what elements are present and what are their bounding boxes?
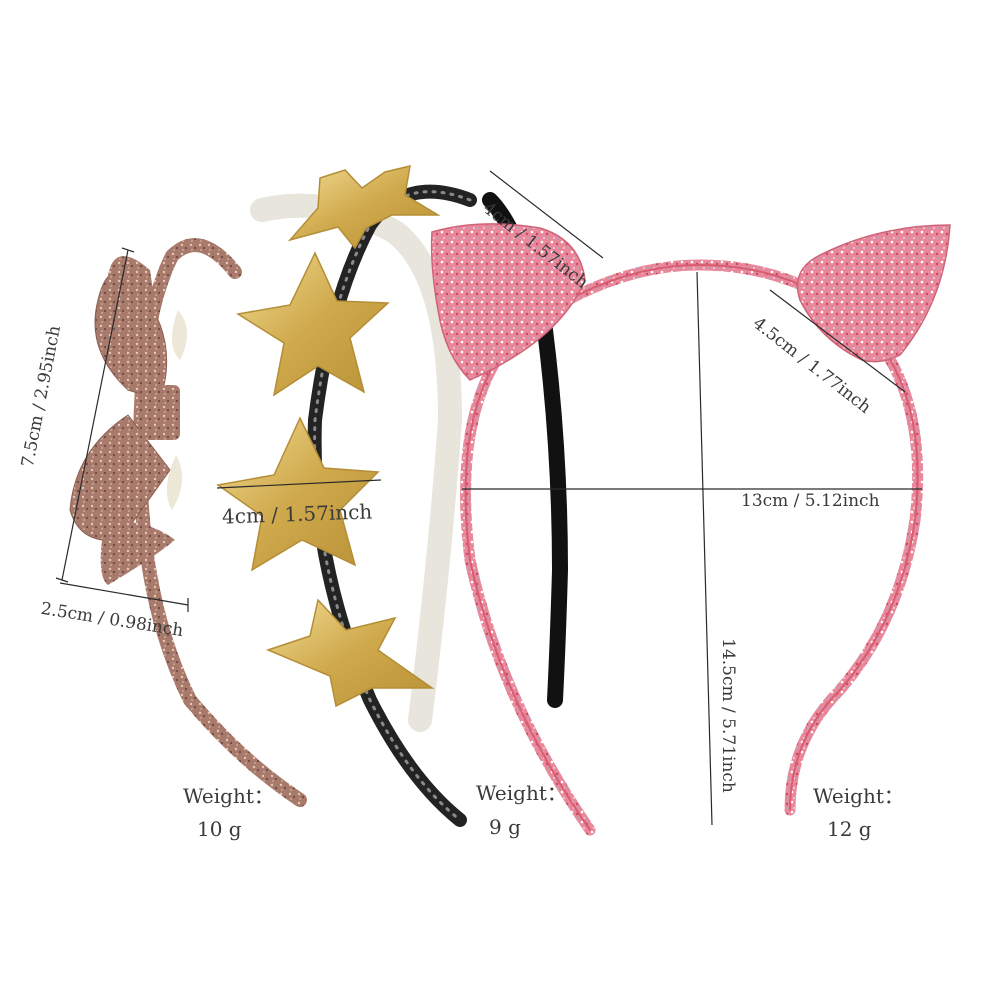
star-weight-label: Weight： [476,781,567,805]
bow-headband [69,238,307,807]
measure-lines [55,170,922,826]
star-3 [216,416,380,572]
cat-weight-label: Weight： [813,784,904,808]
star-width-label: 4cm / 1.57inch [221,499,373,529]
cat-ear-headband [430,223,951,836]
cat-weight-value: 12 g [827,817,872,841]
star-1 [287,165,441,250]
left-cat-ear [430,223,586,381]
star-4 [265,598,435,708]
star-weight-value: 9 g [489,815,521,839]
right-cat-ear [796,224,951,363]
cat-headband-width-label: 13cm / 5.12inch [741,491,880,511]
cat-headband-height-label: 14.5cm / 5.71inch [717,638,738,793]
gold-stars [216,165,441,708]
bow-weight-label: Weight： [183,784,274,808]
star-2 [235,251,390,397]
bow-weight-value: 10 g [197,817,242,841]
